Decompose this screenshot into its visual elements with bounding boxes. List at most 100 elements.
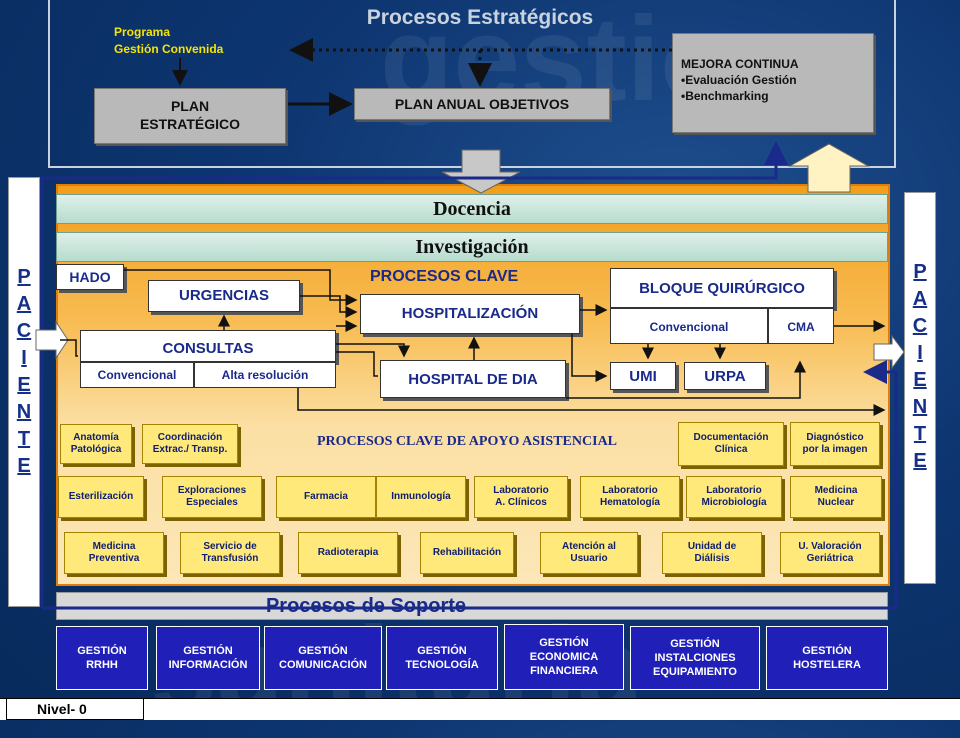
paciente-letter: C	[16, 320, 32, 342]
hospital-de-dia-box: HOSPITAL DE DIA	[380, 360, 566, 398]
gestion-box-line: HOSTELERA	[793, 659, 861, 671]
consultas-convencional: Convencional	[80, 362, 194, 388]
apoyo-box-line: Especiales	[186, 497, 238, 508]
gestion-box: GESTIÓN ECONOMICA FINANCIERA	[504, 624, 624, 690]
apoyo-box-line: Diálisis	[694, 553, 730, 564]
nivel-label: Nivel- 0	[6, 698, 144, 720]
arrow-consultas-out	[297, 388, 886, 416]
paciente-letter: A	[16, 293, 32, 315]
urpa-box: URPA	[684, 362, 766, 390]
paciente-letter: N	[16, 401, 32, 423]
apoyo-box-line: Extrac./ Transp.	[152, 444, 228, 455]
gestion-box-line: GESTIÓN	[77, 645, 127, 657]
gestion-box-line: EQUIPAMIENTO	[653, 666, 737, 678]
apoyo-box: Inmunología	[376, 476, 466, 518]
consultas-alta-resolucion: Alta resolución	[194, 362, 336, 388]
paciente-letter: E	[913, 369, 927, 391]
paciente-letter: P	[913, 261, 927, 283]
apoyo-box-line: Usuario	[570, 553, 608, 564]
paciente-letter: E	[913, 450, 927, 472]
soporte-title: Procesos de Soporte	[265, 595, 467, 617]
footer-bar	[0, 698, 960, 720]
plan-estrategico-line-2: ESTRATÉGICO	[139, 116, 241, 132]
apoyo-asistencial-title: PROCESOS CLAVE DE APOYO ASISTENCIAL	[316, 434, 618, 449]
gestion-box-line: GESTIÓN	[183, 645, 233, 657]
arrow-paciente-in	[35, 320, 69, 360]
paciente-letter: P	[17, 266, 31, 288]
mejora-item-evaluacion: •Evaluación Gestión	[681, 73, 797, 87]
apoyo-box-line: Atención al	[562, 541, 616, 552]
feedback-loop-right	[42, 360, 898, 610]
hospitalizacion-box: HOSPITALIZACIÓN	[360, 294, 580, 334]
bloque-convencional: Convencional	[610, 308, 768, 344]
gestion-box-line: TECNOLOGÍA	[405, 659, 479, 671]
apoyo-box: Farmacia	[276, 476, 376, 518]
paciente-letter: I	[21, 347, 27, 369]
plan-estrategico-line-1: PLAN	[170, 98, 210, 114]
consultas-box: CONSULTAS	[80, 330, 336, 362]
bloque-cma: CMA	[768, 308, 834, 344]
gestion-box-line: GESTIÓN	[417, 645, 467, 657]
gestion-box-line: GESTIÓN	[670, 638, 720, 650]
gestion-box-line: GESTIÓN	[802, 645, 852, 657]
apoyo-box-line: Unidad de	[687, 541, 737, 552]
apoyo-box: Radioterapia	[298, 532, 398, 574]
arrow-hado-hosp	[124, 269, 358, 306]
gestion-box: GESTIÓN TECNOLOGÍA	[386, 626, 498, 690]
paciente-letter: N	[912, 396, 928, 418]
apoyo-box-line: Patológica	[70, 444, 122, 455]
gestion-box-line: GESTIÓN	[539, 637, 589, 649]
paciente-letter: T	[913, 423, 927, 445]
apoyo-box-line: Microbiología	[701, 497, 767, 508]
apoyo-box: Esterilización	[58, 476, 144, 518]
apoyo-box-line: Anatomía	[73, 432, 119, 443]
gestion-box-line: FINANCIERA	[530, 665, 598, 677]
gestion-box-line: ECONOMICA	[529, 651, 599, 663]
paciente-letter: E	[17, 374, 31, 396]
investigacion-band: Investigación	[56, 232, 888, 262]
apoyo-box-line: Clínica	[714, 444, 748, 455]
apoyo-box-line: Documentación	[693, 432, 769, 443]
paciente-letter: A	[912, 288, 928, 310]
paciente-letter: I	[917, 342, 923, 364]
apoyo-box: Rehabilitación	[420, 532, 514, 574]
gestion-box-line: INSTALCIONES	[654, 652, 736, 664]
paciente-letter: T	[17, 428, 31, 450]
gestion-box-line: RRHH	[86, 659, 118, 671]
procesos-clave-title: PROCESOS CLAVE	[370, 268, 519, 285]
apoyo-box-line: Transfusión	[201, 553, 259, 564]
bloque-quirurgico-box: BLOQUE QUIRÚRGICO	[610, 268, 834, 308]
apoyo-box-line: Laboratorio	[493, 485, 549, 496]
arrow-down-block	[441, 149, 521, 194]
programa-line-1: Programa	[114, 25, 171, 39]
apoyo-box-line: por la imagen	[802, 444, 868, 455]
gestion-box: GESTIÓN INSTALCIONES EQUIPAMIENTO	[630, 626, 760, 690]
apoyo-box-line: Farmacia	[304, 491, 348, 502]
arrow-urgencias-hosp	[300, 295, 358, 318]
apoyo-box-line: Hematología	[599, 497, 660, 508]
mejora-continua-title: MEJORA CONTINUA	[681, 57, 799, 71]
mejora-item-benchmarking: •Benchmarking	[681, 89, 769, 103]
hado-box: HADO	[56, 264, 124, 290]
paciente-left-column: P A C I E N T E	[8, 177, 40, 607]
gestion-box: GESTIÓN HOSTELERA	[766, 626, 888, 690]
apoyo-box-line: A. Clínicos	[495, 497, 547, 508]
apoyo-box-line: Exploraciones	[177, 485, 247, 496]
apoyo-box-line: U. Valoración	[798, 541, 862, 552]
paciente-letter: E	[17, 455, 31, 477]
arrow-up-block	[788, 143, 870, 193]
apoyo-box-line: Nuclear	[817, 497, 855, 508]
arrow-consultas-hdia	[336, 343, 410, 358]
